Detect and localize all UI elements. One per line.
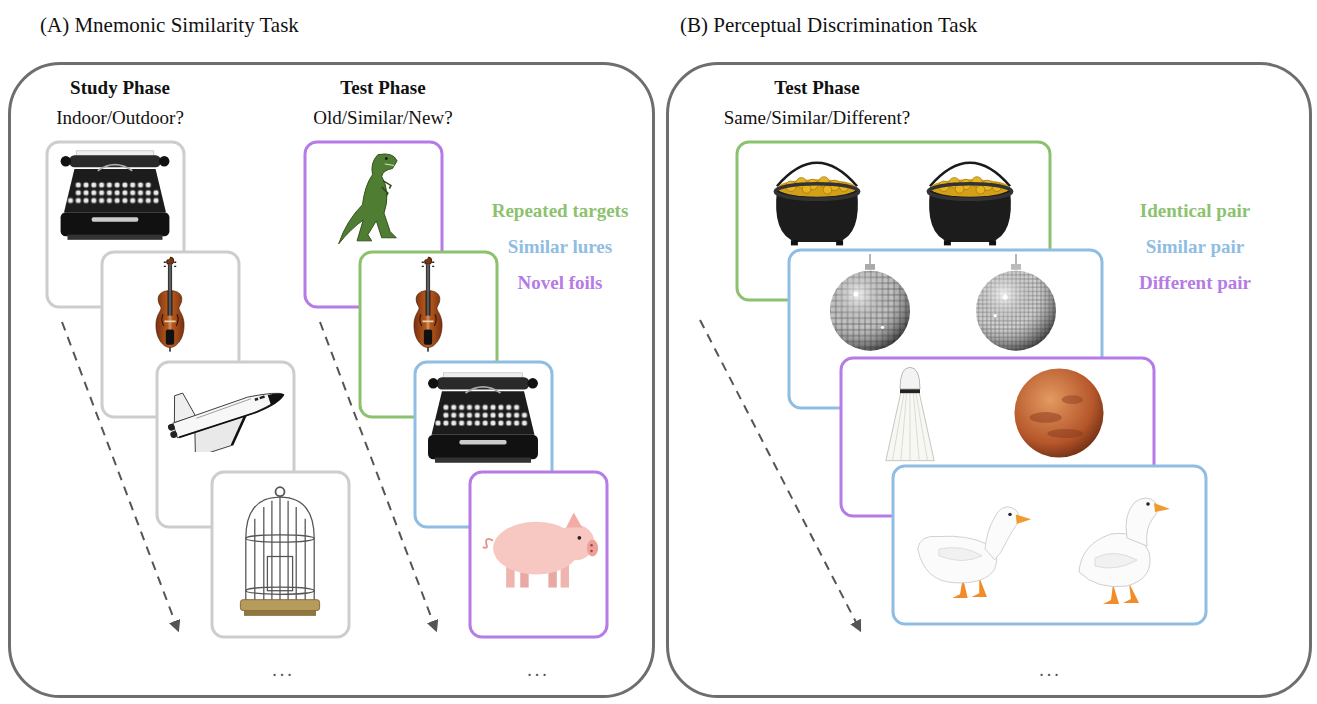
legend-text: Different pair <box>1139 272 1251 293</box>
violin-image <box>414 257 442 351</box>
similar-pair-card <box>893 466 1206 624</box>
continuation-ellipsis: ... <box>272 658 295 680</box>
legend-entry: Novel foils <box>518 272 603 294</box>
legend-entry: Similar pair <box>1146 236 1244 258</box>
phase-title: Test Phase <box>340 77 425 99</box>
disco-ball-image <box>976 254 1056 351</box>
pair-sequence <box>700 142 1206 630</box>
phase-title: Test Phase <box>774 77 859 99</box>
legend-entry: Similar lures <box>508 236 612 258</box>
panel-heading: (B) Perceptual Discrimination Task <box>680 13 977 37</box>
birdcage-image <box>240 487 319 616</box>
duck-image <box>918 507 1031 598</box>
legend-text: Similar lures <box>508 236 612 257</box>
phase-title: Study Phase <box>70 77 170 99</box>
continuation-ellipsis: ... <box>1039 658 1062 680</box>
duck-image <box>1079 498 1170 604</box>
legend-text: Repeated targets <box>492 200 629 221</box>
space-shuttle-image <box>159 364 293 463</box>
sequence-arrow <box>700 320 860 630</box>
pot-of-gold-image <box>775 163 858 246</box>
legend-entry: Repeated targets <box>492 200 629 222</box>
disco-ball-image <box>830 254 910 351</box>
violin-image <box>156 257 184 351</box>
foil-card <box>470 472 607 637</box>
task-panel: (A) Mnemonic Similarity TaskStudy PhaseI… <box>8 62 655 698</box>
mars-image <box>1014 368 1103 457</box>
task-question: Indoor/Outdoor? <box>56 107 184 129</box>
legend-text: Similar pair <box>1146 236 1244 257</box>
task-panel: (B) Perceptual Discrimination TaskTest P… <box>666 62 1312 698</box>
panel-heading: (A) Mnemonic Similarity Task <box>40 13 299 37</box>
shuttlecock-image <box>886 367 934 460</box>
pig-image <box>483 512 598 587</box>
pot-of-gold-image <box>928 163 1011 246</box>
legend-entry: Identical pair <box>1140 200 1250 222</box>
sequence-arrow <box>62 322 178 630</box>
typewriter-image <box>61 151 170 240</box>
continuation-ellipsis: ... <box>527 658 550 680</box>
legend-entry: Different pair <box>1139 272 1251 294</box>
study-card <box>212 472 349 637</box>
task-question: Old/Similar/New? <box>313 107 452 129</box>
legend-text: Identical pair <box>1140 200 1250 221</box>
dinosaur-image <box>339 154 397 244</box>
legend-text: Novel foils <box>518 272 603 293</box>
task-question: Same/Similar/Different? <box>724 107 910 129</box>
typewriter-image <box>428 373 538 463</box>
sequence-arrow <box>320 322 436 630</box>
